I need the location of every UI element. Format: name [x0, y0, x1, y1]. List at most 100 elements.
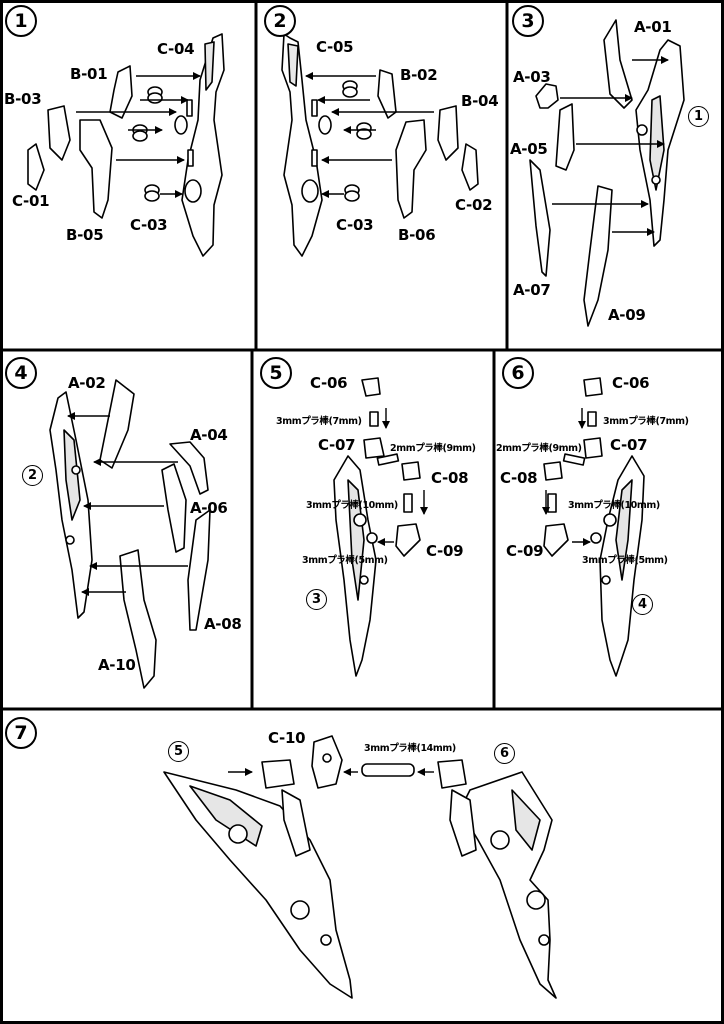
part-a09	[583, 185, 613, 327]
part-label: A-05	[510, 140, 548, 158]
joint-c07	[583, 437, 603, 459]
panel-6-arrows	[542, 408, 591, 546]
part-label: C-09	[426, 542, 464, 560]
part-a07	[529, 159, 551, 277]
part-label: C-10	[268, 729, 306, 747]
ref-number: 1	[688, 106, 709, 127]
part-b02	[377, 69, 397, 119]
joint-c09	[543, 523, 569, 557]
part-label: C-02	[455, 196, 493, 214]
ref-number: 3	[306, 589, 327, 610]
part-label: A-04	[190, 426, 228, 444]
wing-right	[459, 771, 557, 999]
step-number-5: 5	[260, 357, 292, 389]
part-label: C-09	[506, 542, 544, 560]
step-number-2: 2	[264, 5, 296, 37]
rod-7mm	[587, 411, 597, 427]
part-label: B-01	[70, 65, 108, 83]
joint-c06	[361, 377, 381, 397]
panel-5-arrows	[377, 408, 428, 546]
part-label: B-04	[461, 92, 499, 110]
part-b05	[79, 119, 113, 219]
step-number-1: 1	[5, 5, 37, 37]
joint-c08	[543, 461, 563, 481]
panel-3-parts	[529, 19, 685, 327]
part-label: B-03	[4, 90, 42, 108]
part-label: C-06	[310, 374, 348, 392]
joint-c09	[395, 523, 421, 557]
step-number-3: 3	[512, 5, 544, 37]
panel-1-parts	[27, 33, 225, 257]
panel-7-parts	[163, 735, 557, 999]
part-label: C-07	[610, 436, 648, 454]
part-label: A-02	[68, 374, 106, 392]
panel-6-parts	[543, 377, 645, 677]
rod-note: 3mmプラ棒(10mm)	[568, 500, 660, 511]
part-b03	[47, 105, 71, 161]
frame-part	[281, 33, 323, 257]
panel-4-parts	[49, 379, 211, 689]
step-number-6: 6	[502, 357, 534, 389]
part-label: C-08	[431, 469, 469, 487]
part-b04	[437, 105, 459, 161]
rod-note: 3mmプラ棒(7mm)	[603, 416, 689, 427]
ref-number: 6	[494, 743, 515, 764]
part-a02	[99, 379, 135, 469]
rod-note: 2mmプラ棒(9mm)	[390, 443, 476, 454]
part-a06	[161, 463, 187, 553]
part-c02	[461, 143, 479, 191]
rod-note: 3mmプラ棒(5mm)	[302, 555, 388, 566]
part-label: A-07	[513, 281, 551, 299]
rod-9mm	[562, 453, 586, 466]
part-c01	[27, 143, 45, 191]
part-label: A-03	[513, 68, 551, 86]
joint-c08	[401, 461, 421, 481]
rod-note: 3mmプラ棒(10mm)	[306, 500, 398, 511]
wing-left	[163, 771, 353, 999]
ref-number: 2	[22, 465, 43, 486]
part-label: B-06	[398, 226, 436, 244]
part-b06	[395, 119, 427, 219]
part-label: A-01	[634, 18, 672, 36]
panel-5-parts	[333, 377, 421, 677]
frame-part	[181, 33, 225, 257]
rod-7mm	[369, 411, 379, 427]
joint-c06	[583, 377, 603, 397]
panel-4-arrows	[67, 412, 188, 596]
part-label: C-04	[157, 40, 195, 58]
rod-note: 3mmプラ棒(7mm)	[276, 416, 362, 427]
step-number-4: 4	[5, 357, 37, 389]
part-a05	[555, 103, 575, 171]
rod-9mm	[376, 453, 400, 466]
part-a03	[535, 83, 559, 109]
part-label: B-02	[400, 66, 438, 84]
part-label: C-06	[612, 374, 650, 392]
rod-note: 3mmプラ棒(5mm)	[582, 555, 668, 566]
part-label: A-06	[190, 499, 228, 517]
panel-2-arrows	[305, 72, 434, 198]
ref-number: 5	[168, 741, 189, 762]
joint-c07	[363, 437, 385, 459]
panel-1-arrows	[76, 72, 201, 198]
part-label: A-10	[98, 656, 136, 674]
rod-10mm	[403, 493, 413, 513]
part-b01	[109, 65, 133, 119]
step-number-7: 7	[5, 717, 37, 749]
rod-14mm	[361, 763, 415, 777]
rod-note: 2mmプラ棒(9mm)	[496, 443, 582, 454]
part-label: C-05	[316, 38, 354, 56]
part-a01	[603, 19, 633, 109]
part-a04	[169, 441, 209, 495]
panel-2-parts	[281, 33, 479, 257]
part-a08	[187, 509, 211, 631]
part-label: C-03	[336, 216, 374, 234]
rod-10mm	[547, 493, 557, 513]
part-label: C-08	[500, 469, 538, 487]
panel-3-arrows	[552, 56, 669, 236]
part-label: C-07	[318, 436, 356, 454]
part-label: A-09	[608, 306, 646, 324]
part-label: C-03	[130, 216, 168, 234]
part-label: C-01	[12, 192, 50, 210]
